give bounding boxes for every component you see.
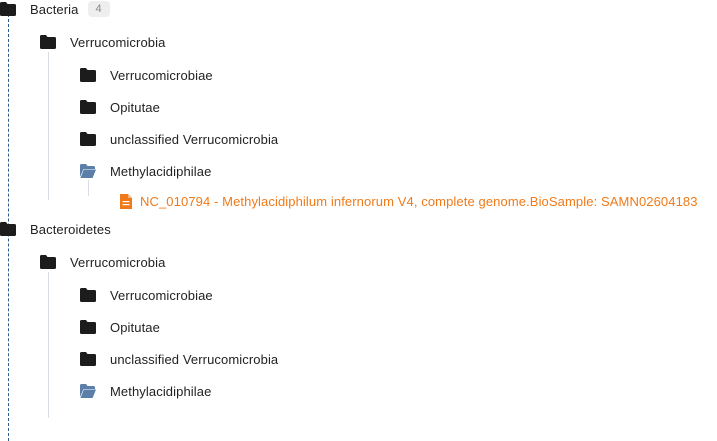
tree-node-verrucomicrobiae[interactable]: Verrucomicrobiae [80, 284, 213, 306]
tree-node-opitutae[interactable]: Opitutae [80, 316, 160, 338]
node-label: Methylacidiphilae [110, 383, 212, 399]
node-label: unclassified Verrucomicrobia [110, 131, 279, 147]
file-icon [120, 194, 132, 209]
tree-node-bacteroidetes[interactable]: Bacteroidetes [0, 218, 111, 240]
folder-icon [80, 288, 96, 302]
tree-node-methylacidiphilae[interactable]: Methylacidiphilae [80, 380, 211, 402]
tree-node-unclassified-verrucomicrobia[interactable]: unclassified Verrucomicrobia [80, 348, 278, 370]
node-label: Verrucomicrobiae [110, 67, 213, 83]
tree-node-methylacidiphilae[interactable]: Methylacidiphilae [80, 160, 211, 182]
folder-open-icon [80, 384, 96, 398]
folder-icon [80, 352, 96, 366]
tree-node-opitutae[interactable]: Opitutae [80, 96, 160, 118]
tree-node-bacteria[interactable]: Bacteria 4 [0, 0, 110, 20]
tree-guide-bacteria [48, 52, 49, 200]
node-label: Opitutae [110, 99, 160, 115]
folder-icon [0, 222, 16, 236]
folder-open-icon [80, 164, 96, 178]
count-badge: 4 [87, 1, 110, 17]
folder-icon [80, 132, 96, 146]
node-label: Bacteroidetes [30, 221, 111, 237]
tree-guide-bacteroidetes [48, 272, 49, 418]
folder-icon [80, 100, 96, 114]
tree-node-verrucomicrobia[interactable]: Verrucomicrobia [40, 31, 165, 53]
tree-node-unclassified-verrucomicrobia[interactable]: unclassified Verrucomicrobia [80, 128, 278, 150]
folder-icon [40, 255, 56, 269]
node-label: Opitutae [110, 319, 160, 335]
tree-guide-verrucomicrobia-1 [88, 180, 89, 196]
node-label: Verrucomicrobia [70, 34, 166, 50]
node-label: Methylacidiphilae [110, 163, 212, 179]
tree-node-verrucomicrobiae[interactable]: Verrucomicrobiae [80, 64, 213, 86]
folder-icon [40, 35, 56, 49]
folder-icon [80, 68, 96, 82]
node-label: Verrucomicrobiae [110, 287, 213, 303]
tree-node-verrucomicrobia[interactable]: Verrucomicrobia [40, 251, 165, 273]
folder-icon [0, 2, 16, 16]
node-label: unclassified Verrucomicrobia [110, 351, 279, 367]
tree-leaf-genome-record[interactable]: NC_010794 - Methylacidiphilum infernorum… [120, 190, 698, 212]
node-label: Bacteria [30, 1, 79, 17]
folder-icon [80, 320, 96, 334]
file-label: NC_010794 - Methylacidiphilum infernorum… [140, 193, 698, 209]
node-label: Verrucomicrobia [70, 254, 166, 270]
